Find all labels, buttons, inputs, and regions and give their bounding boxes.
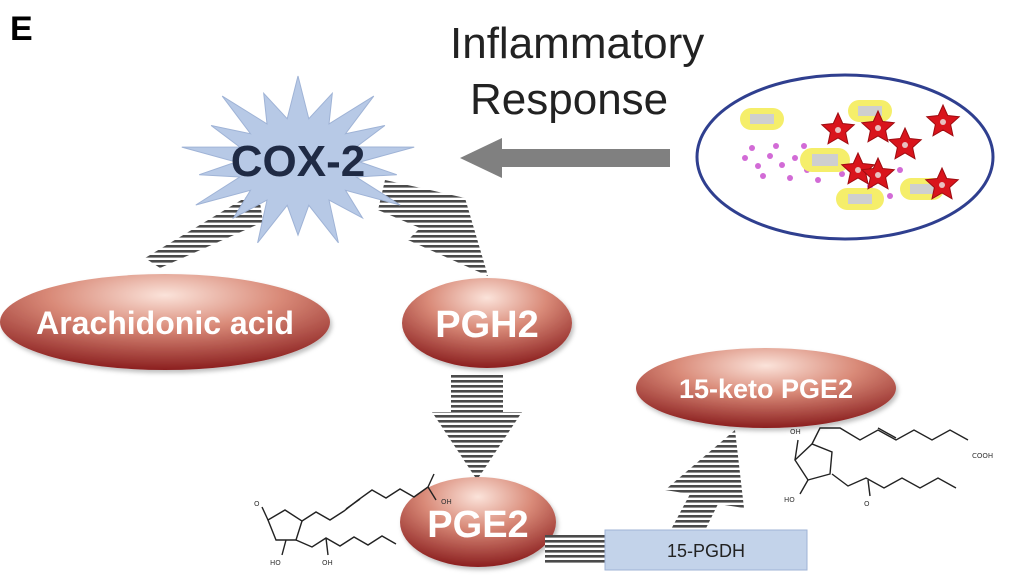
panel-label: E [10, 10, 33, 48]
cox2-label: COX-2 [231, 137, 365, 186]
cell-stars [820, 103, 961, 200]
pge2-ho-label: HO [270, 559, 281, 567]
cell-star-core [875, 125, 881, 131]
15-keto-pge2-label: 15-keto PGE2 [679, 374, 853, 404]
node-pge2 [400, 477, 556, 567]
cox2-starburst: COX-2 [181, 75, 415, 244]
node-pgh2 [402, 278, 572, 368]
node-arachidonic-acid [0, 274, 330, 370]
15-keto-cooh-label: COOH [972, 452, 993, 460]
15-keto-oh-label: OH [790, 428, 801, 436]
cytokine-dots [742, 143, 903, 199]
cell-star-core [940, 119, 946, 125]
15-keto-pge2-structure [794, 427, 969, 497]
cell-star-core [875, 172, 881, 178]
15-keto-oxo-label: O [864, 500, 870, 508]
pge2-cooh-label: OH [441, 498, 452, 506]
arachidonic-to-cox2-arrow [145, 190, 263, 268]
pge2-oxo-label: O [254, 500, 260, 508]
pge2-structure [261, 473, 437, 556]
inflamed-cell [695, 73, 995, 241]
inflammatory-label-line2: Response [470, 75, 668, 124]
pgh2-label: PGH2 [435, 304, 538, 346]
15-keto-ho-label: HO [784, 496, 795, 504]
enzyme-15-pgdh-label: 15-PGDH [667, 541, 745, 561]
mast-cell-granules [740, 100, 944, 210]
pge2-oh-label: OH [322, 559, 333, 567]
enzyme-15-pgdh: 15-PGDH [604, 529, 808, 571]
inflammation-arrow [460, 138, 670, 178]
cell-star-core [855, 167, 861, 173]
node-15-keto-pge2 [636, 348, 896, 428]
inflammatory-label-line1: Inflammatory [450, 19, 704, 68]
cox2-to-pgh2-arrow [378, 180, 488, 276]
cell-star-core [835, 127, 841, 133]
arachidonic-acid-label: Arachidonic acid [36, 305, 294, 341]
cell-star-core [939, 182, 945, 188]
pgh2-to-pge2-arrow [432, 375, 522, 480]
pge2-label: PGE2 [427, 504, 528, 546]
cell-star-core [902, 142, 908, 148]
